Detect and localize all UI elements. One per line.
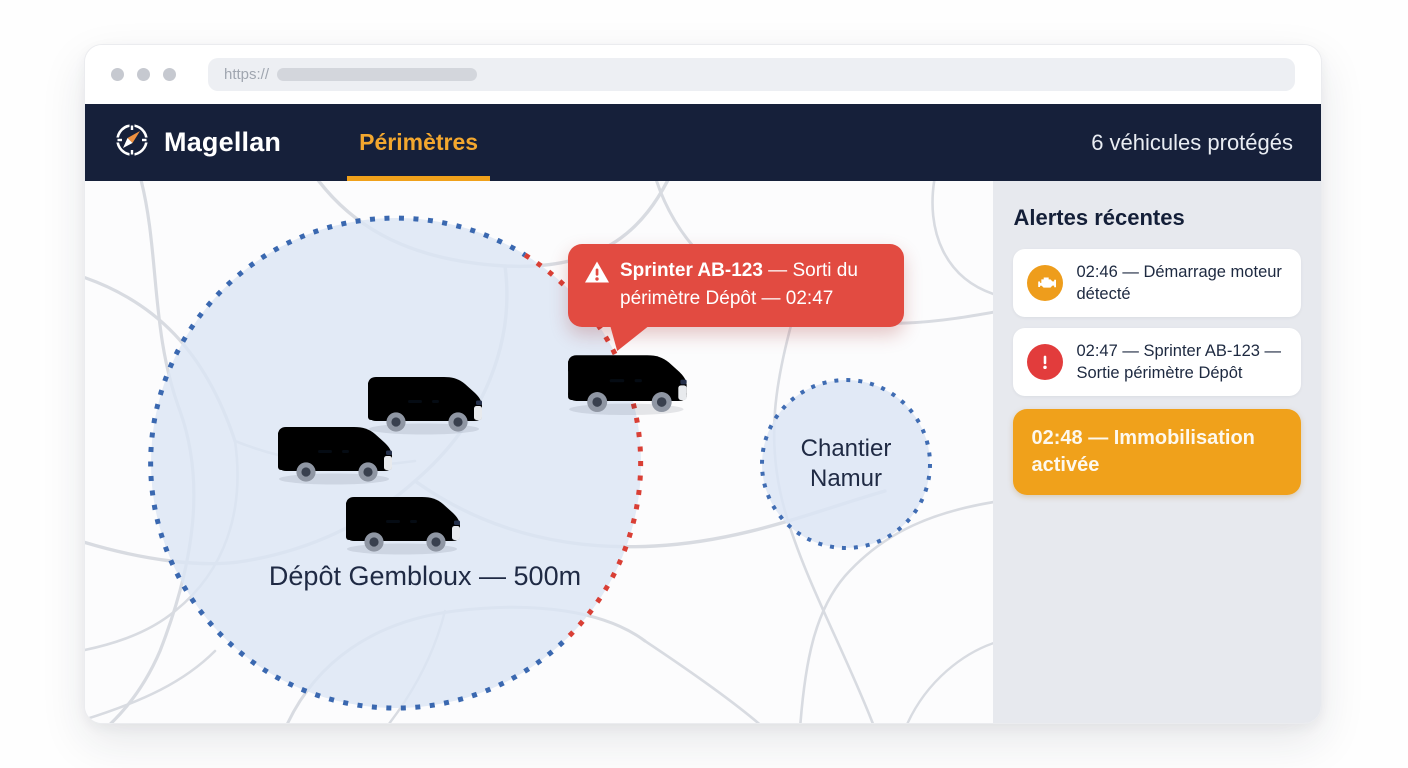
- window-dot[interactable]: [137, 68, 150, 81]
- alerts-title: Alertes récentes: [1013, 205, 1185, 230]
- alert-card-immobilisation[interactable]: 02:48 — Immobilisation activée: [1013, 409, 1301, 495]
- warning-triangle-icon: [584, 260, 610, 293]
- url-scheme-text: https://: [224, 66, 270, 83]
- alert-text: 02:48 — Immobilisation activée: [1031, 427, 1255, 476]
- browser-chrome: https://: [85, 45, 1321, 104]
- tab-perimetres[interactable]: Périmètres: [347, 104, 491, 181]
- engine-icon: [1027, 265, 1064, 301]
- url-bar[interactable]: https://: [208, 58, 1295, 91]
- alert-card-engine[interactable]: 02:46 — Démarrage moteur détecté: [1013, 249, 1301, 317]
- geofence-depot: [148, 215, 644, 711]
- geofence-chantier: [760, 378, 932, 550]
- alert-card-breach[interactable]: 02:47 — Sprinter AB-123 — Sortie périmèt…: [1013, 328, 1301, 396]
- map-canvas[interactable]: .green-van .van-body { fill:#4cab60; } .…: [85, 181, 994, 723]
- van-green-2: [277, 426, 393, 486]
- breach-vehicle-name: Sprinter AB-123: [620, 260, 763, 281]
- window-controls[interactable]: [111, 68, 176, 81]
- breach-alert-text: Sprinter AB-123 — Sorti du périmètre Dép…: [620, 257, 886, 313]
- van-red-breach: [567, 354, 688, 416]
- browser-window: https:// Magel: [84, 44, 1322, 724]
- alert-text: 02:46 — Démarrage moteur détecté: [1076, 263, 1282, 303]
- tab-perimetres-label: Périmètres: [359, 129, 479, 155]
- warning-circle-icon: [1027, 344, 1064, 380]
- van-green-1: [367, 376, 483, 436]
- url-placeholder-pill: [277, 68, 478, 81]
- protected-vehicles-status: 6 véhicules protégés: [1091, 129, 1293, 155]
- brand-name: Magellan: [164, 127, 282, 157]
- brand[interactable]: Magellan: [113, 104, 281, 181]
- tab-active-underline: [347, 176, 491, 181]
- window-dot[interactable]: [111, 68, 124, 81]
- breach-message: — Sorti du périmètre Dépôt — 02:47: [620, 260, 858, 309]
- alerts-sidebar: Alertes récentes 02:46 — Démarrage moteu…: [993, 181, 1321, 723]
- van-green-3: [345, 496, 461, 556]
- breach-alert-tooltip[interactable]: Sprinter AB-123 — Sorti du périmètre Dép…: [568, 244, 904, 351]
- window-dot[interactable]: [163, 68, 176, 81]
- app-navbar: Magellan Périmètres 6 véhicules protégés: [85, 104, 1321, 181]
- compass-icon: [113, 121, 151, 164]
- alert-text: 02:47 — Sprinter AB-123 — Sortie périmèt…: [1076, 342, 1282, 382]
